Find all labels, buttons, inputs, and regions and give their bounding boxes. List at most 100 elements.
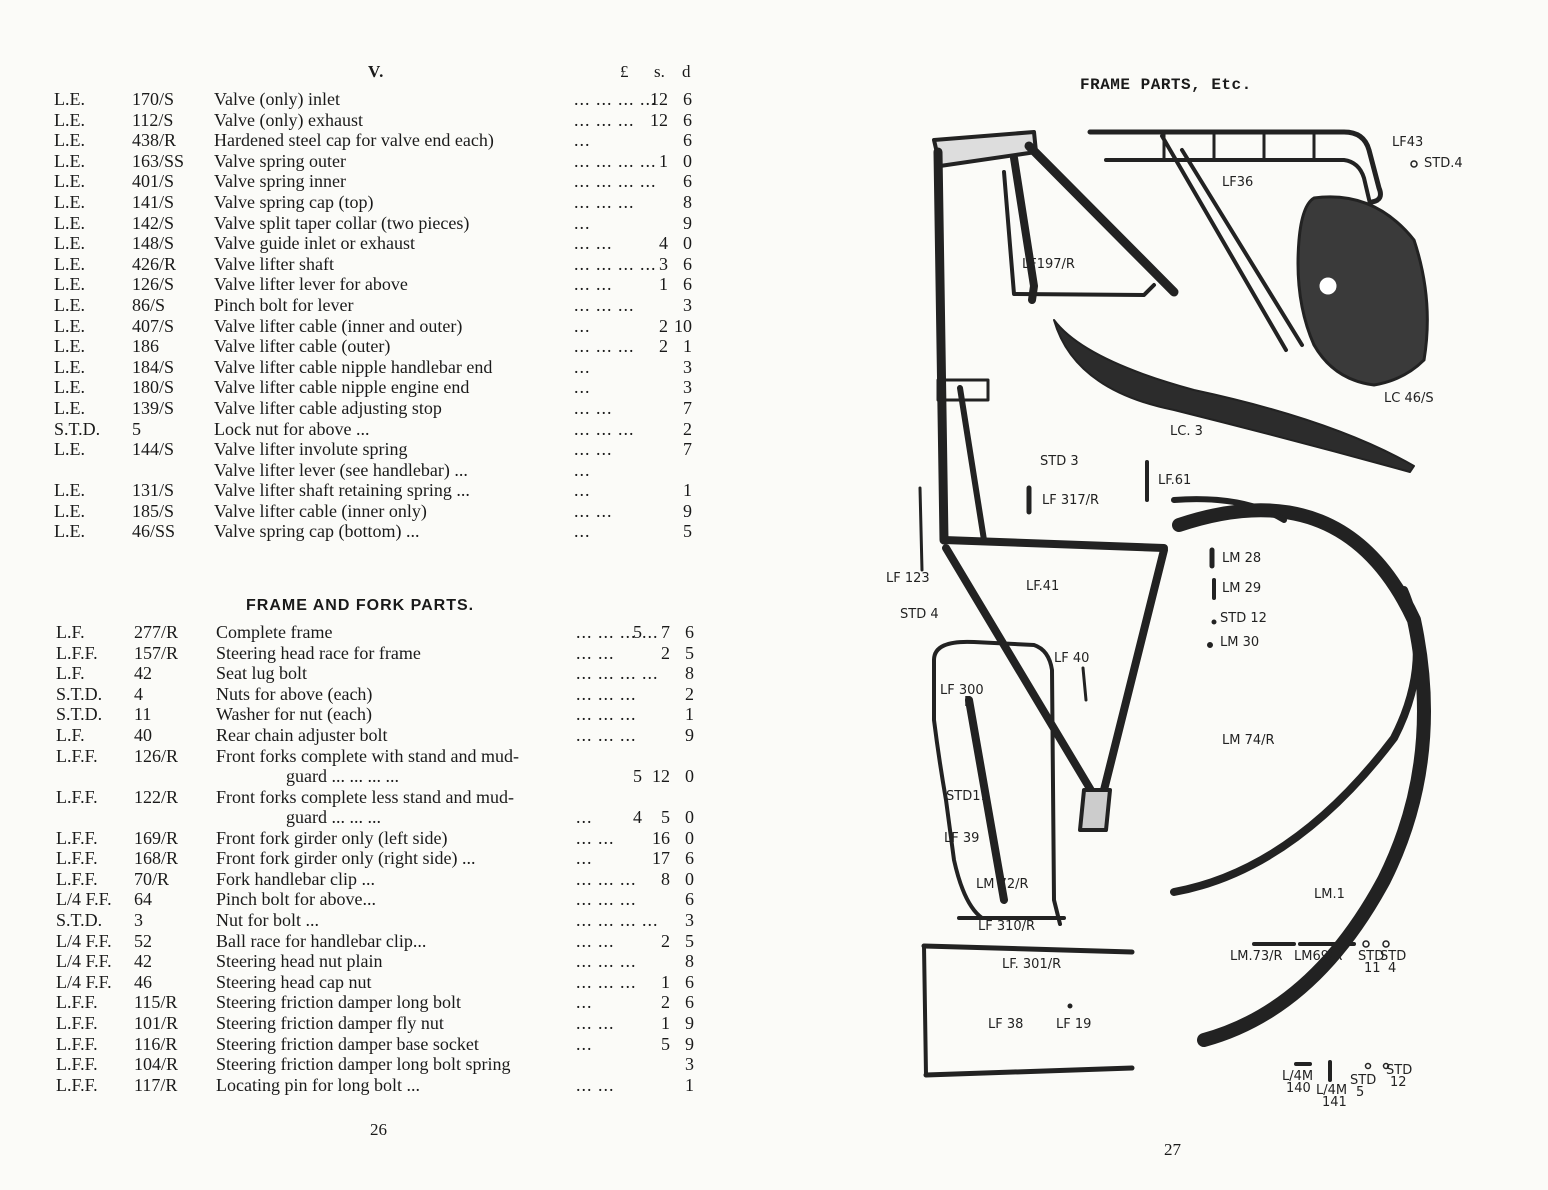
section-heading-v: V. [368,62,385,81]
label-std5-number: 5 [1356,1085,1364,1100]
part-number: 157/R [134,642,179,663]
part-description: Pinch bolt for above... [216,889,376,910]
part-prefix: L.E. [54,130,85,151]
label-lm28: LM 28 [1222,551,1261,566]
part-number: 144/S [132,439,175,460]
price-pence: 2 [683,418,692,439]
price-pence: 0 [685,827,694,848]
label-lf19: LF 19 [1056,1017,1091,1032]
part-description: Valve lifter involute spring [214,439,408,460]
part-number: 401/S [132,171,175,192]
part-number: 4 [134,683,143,704]
part-prefix: L.E. [54,171,85,192]
part-description: Rear chain adjuster bolt [216,724,388,745]
part-description: Valve split taper collar (two pieces) [214,212,470,233]
price-pence: 8 [685,951,694,972]
part-prefix: L.F.F. [56,827,98,848]
price-pence: 6 [685,622,694,642]
part-number: 112/S [132,109,174,130]
part-description: Steering friction damper long bolt sprin… [216,1054,511,1075]
price-pence: 6 [683,253,692,274]
price-pence: 6 [683,89,692,109]
label-lm74r: LM 74/R [1222,733,1275,748]
leader-dots: ... ... [574,397,613,418]
price-pence: 1 [683,480,692,501]
part-description: Washer for nut (each) [216,704,372,725]
part-number: 5 [132,418,141,439]
leader-dots: ... [574,521,591,542]
part-description: Valve lifter cable nipple handlebar end [214,356,493,377]
part-prefix: L.E. [54,212,85,233]
price-shillings: 5 [661,807,670,828]
part-prefix: L.F.F. [56,848,98,869]
part-prefix: L.F. [56,622,85,642]
part-prefix: L.E. [54,521,85,542]
part-prefix: L.E. [54,274,85,295]
part-prefix: L.F. [56,724,85,745]
part-number: 70/R [134,868,170,889]
label-lf43: LF43 [1392,135,1423,150]
part-description: Pinch bolt for lever [214,294,354,315]
part-description: Front forks complete with stand and mud- [216,745,519,766]
price-pence: 7 [683,397,692,418]
leader-dots: ... ... ... ... [574,171,657,192]
price-pence: 0 [685,807,694,828]
price-pence: 8 [685,663,694,684]
leader-dots: ... [574,377,591,398]
part-prefix: S.T.D. [56,909,103,930]
price-pence: 6 [683,130,692,151]
part-prefix: L.F.F. [56,1054,98,1075]
price-pence: 8 [683,191,692,212]
price-pence: 3 [685,1054,694,1075]
price-shillings: 4 [659,233,668,254]
leader-dots: ... ... [576,930,615,951]
price-pence: 1 [685,1074,694,1095]
part-prefix: L.E. [54,480,85,501]
chain-guard-lc3 [1053,319,1415,473]
leader-dots: ... ... ... [574,191,635,212]
part-prefix: L.E. [54,191,85,212]
currency-header-pounds: £ [620,62,629,81]
leader-dots: ... [576,807,593,828]
price-pence: 9 [685,1033,694,1054]
part-description: Valve spring inner [214,171,346,192]
label-std4-b-number: 4 [1388,961,1396,976]
part-description: Valve lifter cable (outer) [214,336,391,357]
page-number-right: 27 [1164,1140,1181,1159]
label-lf123: LF 123 [886,571,930,586]
leader-dots: ... ... ... [576,724,637,745]
part-prefix: L.E. [54,294,85,315]
label-l4m141-number: 141 [1322,1095,1347,1110]
part-number: 407/S [132,315,175,336]
right-page: FRAME PARTS, Etc. [774,0,1548,1190]
price-pence: 9 [683,212,692,233]
price-shillings: 2 [659,315,668,336]
mudguard-lm1 [1170,496,1431,1047]
part-number: 185/S [132,500,175,521]
part-number: 170/S [132,89,175,109]
part-number: 184/S [132,356,175,377]
part-description: Valve spring cap (bottom) ... [214,521,420,542]
part-prefix: L.E. [54,336,85,357]
part-number: 104/R [134,1054,179,1075]
price-shillings: 16 [652,827,670,848]
part-prefix: S.T.D. [56,704,103,725]
part-number: 169/R [134,827,179,848]
part-prefix: L.F.F. [56,745,98,766]
part-description: Locating pin for long bolt ... [216,1074,420,1095]
label-lm72r: LM 72/R [976,877,1029,892]
